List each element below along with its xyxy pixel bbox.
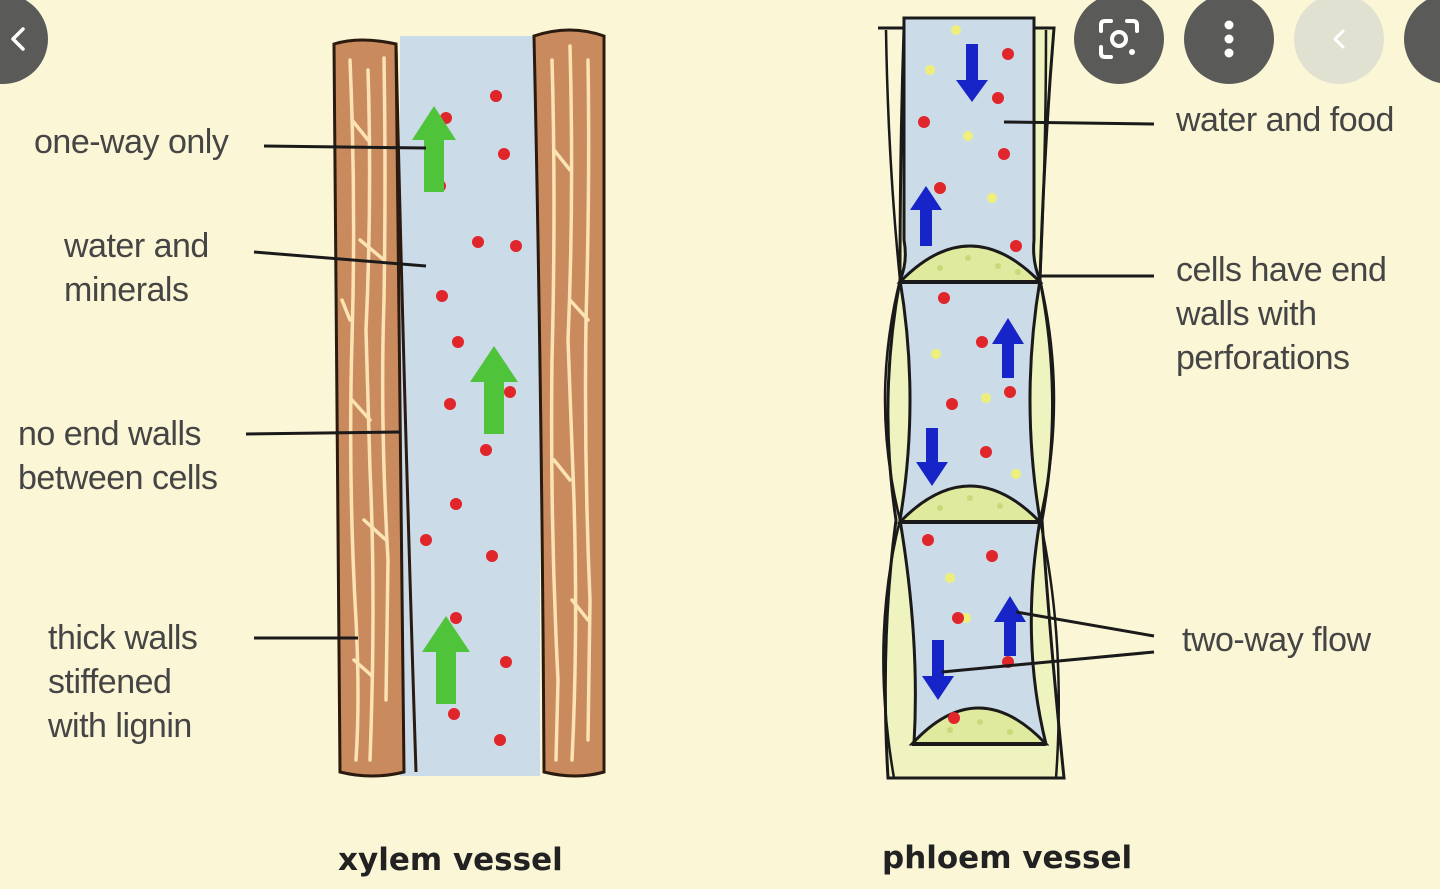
up-arrow-icon	[992, 318, 1024, 378]
label-water-and-food: water and food	[1176, 101, 1394, 139]
label-thick-walls: thick walls stiffened with lignin	[48, 619, 198, 745]
food-particles	[925, 25, 1021, 623]
lens-search-button[interactable]	[1074, 0, 1164, 84]
one-way-arrows	[412, 106, 518, 704]
chevron-left-icon	[1333, 29, 1345, 49]
up-arrow-icon	[412, 106, 456, 192]
sieve-plate	[896, 484, 1044, 524]
label-two-way-flow: two-way flow	[1182, 621, 1371, 659]
xylem-vessel	[332, 28, 606, 778]
label-water-and-minerals: water and minerals	[64, 227, 209, 309]
down-arrow-icon	[956, 44, 988, 102]
sieve-plates	[896, 244, 1050, 746]
sieve-plate	[896, 244, 1044, 284]
caption-phloem-vessel: phloem vessel	[882, 840, 1133, 876]
caption-xylem-vessel: xylem vessel	[338, 842, 563, 878]
up-arrow-icon	[470, 346, 518, 434]
label-one-way-only: one-way only	[34, 123, 229, 161]
sieve-plate	[908, 706, 1050, 746]
more-vert-icon	[1224, 20, 1234, 58]
mineral-particles-phloem	[918, 48, 1022, 724]
leader-lines	[245, 120, 1155, 674]
lignin-streaks-right	[549, 44, 592, 762]
more-options-button[interactable]	[1184, 0, 1274, 84]
up-arrow-icon	[422, 616, 470, 704]
xylem-lumen	[400, 36, 540, 776]
down-arrow-icon	[922, 640, 954, 700]
previous-image-button[interactable]	[1294, 0, 1384, 84]
label-end-walls-perforations: cells have end walls with perforations	[1176, 251, 1387, 377]
lignin-streaks-left	[340, 56, 390, 762]
phloem-vessel	[878, 16, 1066, 780]
down-arrow-icon	[916, 428, 948, 486]
label-no-end-walls: no end walls between cells	[18, 415, 218, 497]
back-button[interactable]	[0, 0, 48, 84]
chevron-left-icon	[11, 27, 25, 51]
up-arrow-icon	[910, 186, 942, 246]
lens-icon	[1099, 19, 1139, 59]
